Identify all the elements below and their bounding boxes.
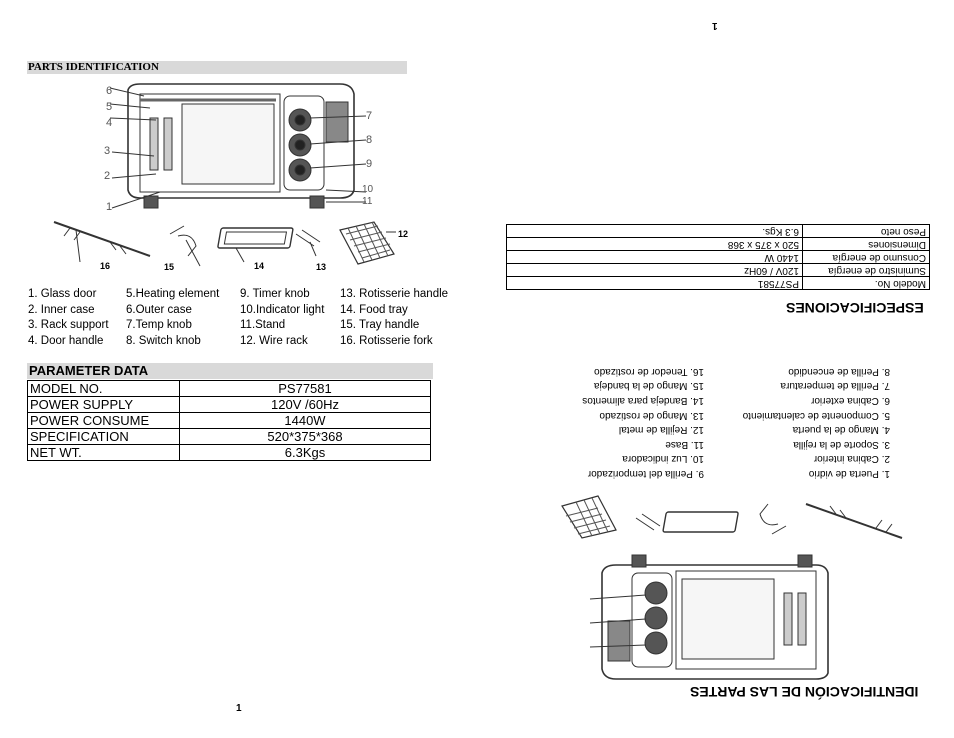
callout-9: 9 <box>366 158 373 170</box>
callout-2: 2 <box>104 170 111 182</box>
param-label: POWER CONSUME <box>27 412 180 429</box>
es-part-1: 1. Puerta de vidrio <box>808 468 890 479</box>
callout-7: 7 <box>366 110 373 122</box>
parts-title-bar: PARTS IDENTIFICATION <box>27 61 407 74</box>
param-value: 120V /60Hz <box>179 396 431 413</box>
param-label: POWER SUPPLY <box>27 396 180 413</box>
part-15: 15. Tray handle <box>340 319 420 331</box>
es-part-7: 7. Perilla de temperatura <box>780 380 890 392</box>
es-part-4: 4. Mango de la puerta <box>792 424 890 436</box>
accessory-14: 14 <box>254 261 265 271</box>
spec-value: PS77581 <box>506 276 803 290</box>
es-part-14: 14. Bandeja para alimentos <box>582 395 704 406</box>
es-part-15: 15. Mango de la bandeja <box>593 380 704 392</box>
part-7: 7.Temp knob <box>126 319 192 331</box>
param-value: 520*375*368 <box>179 428 431 445</box>
accessory-16: 16 <box>100 261 111 271</box>
es-part-2: 2. Cabina interior <box>813 453 890 465</box>
es-part-10: 10. Luz indicadora <box>622 453 704 465</box>
part-10: 10.Indicator light <box>240 303 325 316</box>
part-9: 9. Timer knob <box>240 288 310 300</box>
es-part-3: 3. Soporte de la rejilla <box>793 438 890 450</box>
param-value: 1440W <box>179 412 431 429</box>
spec-label: Suministro de energía <box>802 263 930 277</box>
accessory-13: 13 <box>316 262 327 272</box>
spanish-parts-list: 1. Puerta de vidrio 2. Cabina interior 3… <box>560 362 890 480</box>
part-2: 2. Inner case <box>28 303 95 316</box>
callout-3: 3 <box>104 145 111 157</box>
es-part-13: 13. Mango de rostizado <box>599 409 704 421</box>
accessory-15: 15 <box>164 262 175 272</box>
callout-11: 11 <box>362 196 373 207</box>
param-label: NET WT. <box>27 444 180 461</box>
es-part-11: 11. Base <box>665 438 704 450</box>
part-12: 12. Wire rack <box>240 334 308 347</box>
spec-value: 6.3 Kgs. <box>506 224 803 238</box>
accessory-12: 12 <box>398 229 409 239</box>
part-5: 5.Heating element <box>126 288 220 300</box>
es-part-16: 16. Tenedor de rostizado <box>594 365 704 377</box>
part-11: 11.Stand <box>240 319 286 331</box>
callout-4: 4 <box>106 117 113 129</box>
param-value: 6.3Kgs <box>179 444 431 461</box>
spec-label: Peso neto <box>802 224 930 238</box>
table-row: NET WT.6.3Kgs <box>27 444 431 461</box>
oven-diagram <box>109 83 367 209</box>
top-page-number: 1 <box>712 20 718 31</box>
callout-8: 8 <box>366 134 373 146</box>
es-part-5: 5. Componente de calentamiento <box>742 409 890 421</box>
spec-value: 520 x 375 x 368 <box>506 237 803 251</box>
spec-value: 1440 W <box>506 250 803 264</box>
spec-label: Dimensiones <box>802 237 930 251</box>
bottom-page-number: 1 <box>236 703 242 714</box>
callouts-left: 6 5 4 <box>106 83 112 131</box>
spec-label: Modelo No. <box>802 276 930 290</box>
param-label: MODEL NO. <box>27 380 180 397</box>
spec-value: 120V / 60Hz <box>506 263 803 277</box>
oven-diagram-rotated <box>589 554 829 680</box>
part-1: 1. Glass door <box>28 288 97 300</box>
callout-10: 10 <box>362 184 374 195</box>
table-row: Modelo No.PS77581 <box>506 276 930 290</box>
callout-1: 1 <box>106 201 113 213</box>
part-14: 14. Food tray <box>340 303 408 316</box>
es-part-9: 9. Perilla del temporizador <box>587 468 704 479</box>
spec-title: ESPECIFICACIONES <box>786 300 924 316</box>
accessories-diagram-rotated <box>561 495 903 539</box>
table-row: MODEL NO.PS77581 <box>27 380 431 397</box>
param-label: SPECIFICATION <box>27 428 180 445</box>
part-13: 13. Rotisserie handle <box>340 288 449 300</box>
accessories-diagram <box>53 221 396 267</box>
parts-title: PARTS IDENTIFICATION <box>28 61 159 73</box>
part-4: 4. Door handle <box>28 334 104 347</box>
callout-6: 6 <box>106 85 113 97</box>
part-6: 6.Outer case <box>126 303 192 316</box>
part-3: 3. Rack support <box>28 319 109 331</box>
param-title-bar: PARAMETER DATA <box>27 363 433 379</box>
part-16: 16. Rotisserie fork <box>340 334 433 347</box>
part-8: 8. Switch knob <box>126 334 201 347</box>
spanish-parts-title: IDENTIFICACIÓN DE LAS PARTES <box>690 684 919 700</box>
es-part-8: 8. Perilla de encendido <box>788 365 890 377</box>
es-part-6: 6. Cabina exterior <box>811 395 890 406</box>
param-title: PARAMETER DATA <box>29 363 149 378</box>
es-part-12: 12. Rejilla de metal <box>618 424 704 436</box>
callout-5: 5 <box>106 101 113 113</box>
param-value: PS77581 <box>179 380 431 397</box>
spec-label: Consumo de energía <box>802 250 930 264</box>
